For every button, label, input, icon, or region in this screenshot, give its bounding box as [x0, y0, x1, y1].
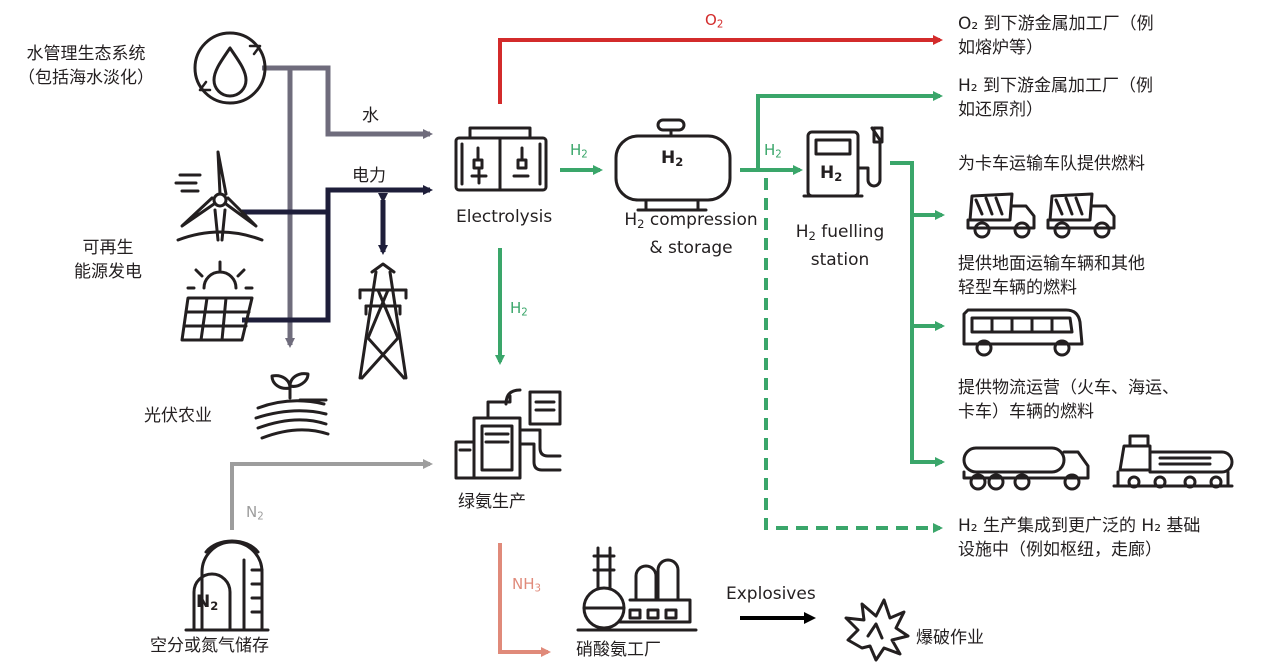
solar-panel-icon	[180, 260, 254, 342]
h2-flow-label-3: H2	[510, 299, 528, 319]
n2-flow	[230, 459, 433, 530]
ammonia-plant-icon	[454, 388, 562, 480]
tank-h2-label: H2	[661, 148, 684, 169]
fuelling-station-label: H2 fuelling station	[795, 222, 885, 270]
agri-pv-label: 光伏农业	[144, 406, 212, 426]
green-ammonia-label: 绿氨生产	[458, 492, 526, 512]
ground-vehicles-outcome: 提供地面运输车辆和其他 轻型车辆的燃料	[958, 254, 1145, 298]
power-flow	[242, 185, 433, 323]
blasting-label: 爆破作业	[916, 628, 984, 648]
dump-truck-icon	[966, 192, 1036, 239]
h2-flow-label-1: H2	[570, 141, 588, 161]
renewables-line1: 可再生	[82, 238, 134, 258]
h2-flow-label-2: H2	[764, 141, 782, 161]
o2-flow-label: O2	[705, 11, 724, 31]
nh3-flow-label: NH3	[512, 575, 541, 595]
nh3-flow	[498, 543, 551, 657]
renewables-label: 可再生 能源发电	[58, 236, 158, 284]
pump-h2-label: H2	[820, 163, 843, 184]
water-cycle-icon	[193, 31, 267, 105]
nitrogen-storage-icon	[184, 539, 270, 632]
storage-tank-icon	[614, 118, 732, 212]
renewables-line2: 能源发电	[74, 262, 142, 282]
water-management-label: 水管理生态系统 （包括海水淡化）	[2, 42, 170, 90]
dump-truck-icon-2	[1046, 192, 1116, 239]
bus-icon	[962, 308, 1084, 357]
wind-turbine-icon	[174, 150, 264, 242]
electrolysis-label: Electrolysis	[456, 207, 553, 227]
h2-outcome: H₂ 到下游金属加工厂（例 如还原剂）	[958, 76, 1154, 120]
electrolyser-icon	[454, 126, 548, 192]
an-plant-label: 硝酸氨工厂	[576, 640, 661, 660]
an-plant-icon	[576, 546, 698, 632]
power-flow-label: 电力	[352, 166, 386, 186]
logistics-outcome: 提供物流运营（火车、海运、 卡车）车辆的燃料	[958, 378, 1179, 422]
locomotive-icon	[1112, 434, 1234, 489]
n2-tank-label: N2	[196, 592, 219, 613]
trucks-outcome: 为卡车运输车队提供燃料	[958, 154, 1145, 174]
network-outcome: H₂ 生产集成到更广泛的 H₂ 基础 设施中（例如枢纽，走廊）	[958, 516, 1201, 560]
pylon-icon	[358, 262, 408, 380]
compression-label: H2 compression & storage	[624, 210, 758, 258]
fuel-pump-icon	[802, 126, 884, 198]
water-flow	[262, 65, 433, 348]
water-management-line1: 水管理生态系统	[26, 44, 146, 64]
o2-flow	[498, 35, 943, 104]
air-separation-label: 空分或氮气储存	[150, 636, 269, 656]
tanker-truck-icon	[962, 446, 1090, 491]
n2-flow-label: N2	[246, 503, 264, 523]
explosives-label: Explosives	[726, 584, 816, 604]
water-management-line2: （包括海水淡化）	[18, 68, 154, 88]
explosion-icon	[844, 598, 910, 662]
h2-flow	[495, 91, 945, 533]
sprout-field-icon	[254, 372, 330, 440]
water-flow-label: 水	[362, 106, 379, 126]
o2-outcome: O₂ 到下游金属加工厂（例 如熔炉等）	[958, 14, 1154, 58]
